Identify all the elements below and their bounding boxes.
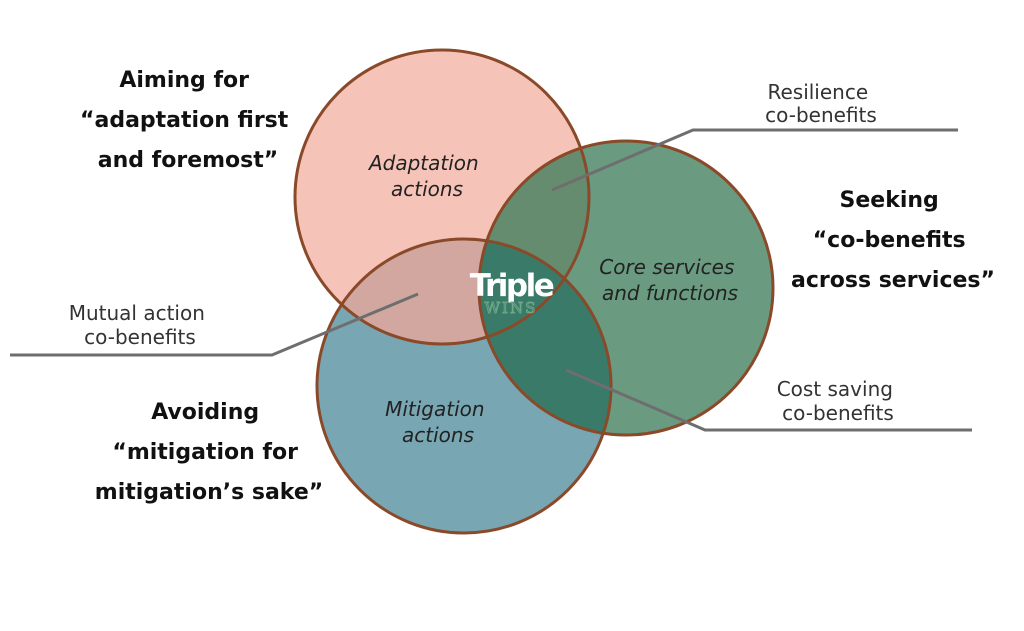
resilience-callout-label: Resilience co-benefits — [765, 80, 877, 127]
callout-lines — [10, 128, 972, 432]
mitigation-goal-text: Avoiding “mitigation for mitigation’s sa… — [95, 400, 323, 505]
resilience-callout-line — [551, 128, 958, 192]
overlap-core-mitigation — [479, 239, 611, 435]
triple-wins-subtitle: WINS — [485, 299, 538, 317]
circle-outlines — [293, 48, 775, 535]
mutual-callout-line — [10, 292, 419, 357]
adaptation-circle-label: Adaptation actions — [367, 151, 485, 201]
triple-wins-title: Triple — [470, 268, 554, 304]
cost-callout-label: Cost saving co-benefits — [777, 377, 900, 425]
core-goal-text: Seeking “co-benefits across services” — [791, 188, 995, 293]
triple-wins-logo: Triple WINS — [470, 268, 556, 317]
cost-callout-line — [565, 368, 972, 432]
mutual-callout-label: Mutual action co-benefits — [69, 301, 212, 349]
mitigation-circle-label: Mitigation actions — [385, 397, 491, 447]
core-services-circle-label: Core services and functions — [599, 255, 741, 305]
overlap-adaptation-core — [479, 141, 589, 344]
adaptation-goal-text: Aiming for “adaptation first and foremos… — [80, 68, 296, 173]
